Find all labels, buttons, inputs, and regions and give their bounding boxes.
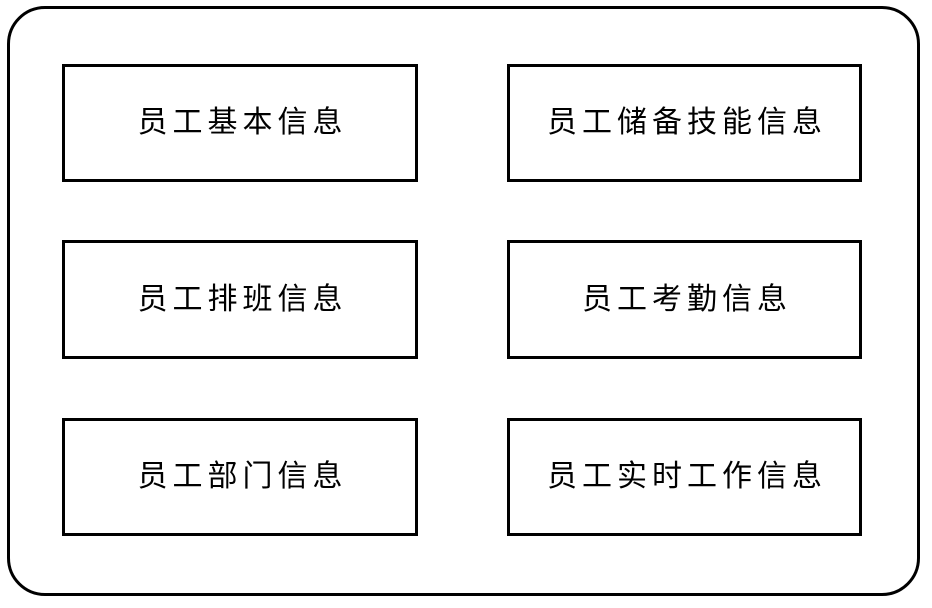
entity-box-label: 员工实时工作信息 — [547, 459, 827, 494]
entity-box-employee-schedule-info[interactable]: 员工排班信息 — [62, 240, 418, 359]
entity-box-label: 员工考勤信息 — [582, 281, 792, 317]
entity-box-employee-department[interactable]: 员工部门信息 — [62, 418, 418, 536]
entity-box-label: 员工基本信息 — [137, 105, 348, 140]
entity-box-label: 员工部门信息 — [137, 459, 348, 494]
entity-box-label: 员工排班信息 — [137, 281, 348, 317]
entity-box-employee-reserve-skill[interactable]: 员工储备技能信息 — [507, 64, 862, 182]
entity-box-label: 员工储备技能信息 — [547, 105, 827, 140]
entity-box-employee-attendance[interactable]: 员工考勤信息 — [507, 240, 862, 359]
entity-box-employee-basic-info[interactable]: 员工基本信息 — [62, 64, 418, 182]
entity-box-employee-realtime-work[interactable]: 员工实时工作信息 — [507, 418, 862, 536]
